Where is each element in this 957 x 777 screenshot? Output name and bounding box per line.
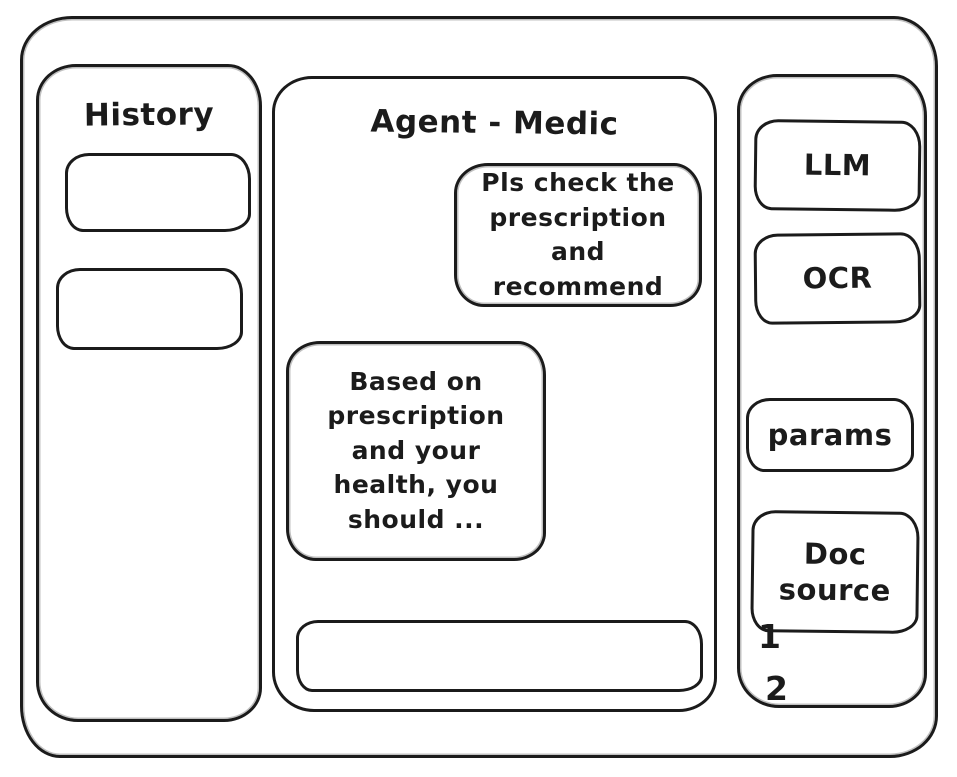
- user-message-bubble: Pls check the prescription and recommend: [454, 163, 702, 307]
- history-item[interactable]: [56, 268, 243, 350]
- llm-button-label: LLM: [803, 147, 872, 183]
- llm-button[interactable]: LLM: [753, 118, 922, 213]
- doc-source-button-label: Doc source: [778, 536, 891, 608]
- history-panel-title: History: [83, 96, 215, 134]
- params-button-label: params: [767, 417, 893, 452]
- tools-panel: LLM OCR params Doc source 1 2: [737, 74, 927, 708]
- doc-source-number-1: 1: [758, 617, 782, 656]
- chat-input[interactable]: [296, 620, 703, 692]
- params-button[interactable]: params: [746, 398, 914, 472]
- agent-message-bubble: Based on prescription and your health, y…: [286, 341, 546, 561]
- history-item[interactable]: [65, 153, 251, 232]
- user-message-text: Pls check the prescription and recommend: [481, 168, 675, 301]
- ocr-button-label: OCR: [802, 261, 873, 296]
- chat-panel: Agent - Medic Pls check the prescription…: [272, 76, 717, 712]
- ocr-button[interactable]: OCR: [753, 232, 922, 325]
- doc-source-number-2: 2: [765, 669, 789, 708]
- chat-panel-title: Agent - Medic: [370, 103, 619, 143]
- history-panel: History: [36, 64, 262, 722]
- doc-source-button[interactable]: Doc source: [750, 509, 920, 635]
- agent-message-text: Based on prescription and your health, y…: [327, 366, 505, 534]
